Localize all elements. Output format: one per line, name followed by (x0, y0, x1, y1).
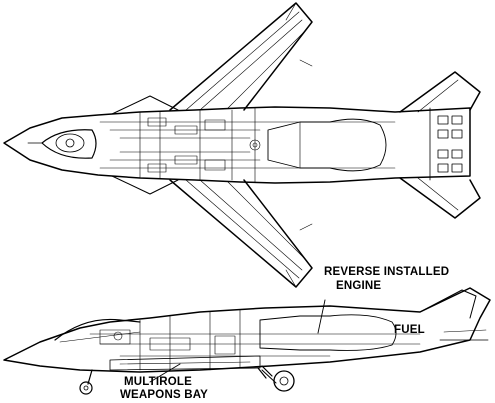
top-tail-fin-upper (399, 71, 481, 113)
top-view (3, 2, 481, 288)
side-canopy (54, 318, 141, 341)
side-engine (259, 314, 397, 351)
top-lower-wing (169, 179, 313, 288)
top-pilot-seat (55, 133, 85, 153)
engine-label-line2: ENGINE (336, 280, 382, 292)
top-tail-equipment (429, 107, 463, 181)
top-canopy (41, 129, 97, 159)
side-vertical-fin (419, 289, 477, 319)
weapons-bay-leader-line (149, 363, 181, 383)
top-tail-fin-lower (399, 177, 481, 219)
top-upper-wing (169, 2, 313, 111)
weapons-bay-label-line2: WEAPONS BAY (120, 389, 209, 401)
top-engine-tank (267, 118, 387, 172)
side-weapons-bay (109, 355, 261, 371)
top-strake-lower (111, 175, 179, 195)
side-view (3, 287, 491, 395)
nose-landing-gear (79, 369, 93, 395)
top-internal-structure (99, 107, 396, 183)
top-fuselage-outline (3, 106, 471, 184)
fuel-label: FUEL (394, 324, 425, 336)
engine-label-line1: REVERSE INSTALLED (324, 266, 450, 278)
main-landing-gear (257, 365, 295, 392)
engine-leader-line (317, 299, 326, 334)
top-strake-upper (111, 95, 179, 115)
weapons-bay-label-line1: MULTIROLE (124, 376, 193, 388)
side-fuselage-outline (3, 287, 491, 373)
